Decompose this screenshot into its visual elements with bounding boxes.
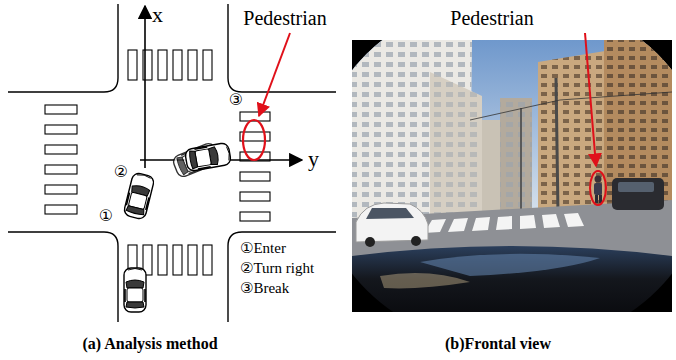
car-illustration: [123, 142, 232, 312]
crosswalk: [45, 50, 270, 275]
axis-label: y: [308, 147, 319, 171]
legend-note: ②Turn right: [240, 260, 314, 277]
car-enter: [124, 268, 146, 312]
frontal-photo: [352, 40, 672, 312]
photo-content: [352, 40, 672, 312]
callout-number: ①: [99, 207, 113, 225]
road-edge: [8, 232, 118, 322]
road-outline: [8, 4, 336, 322]
legend-note: ③Break: [240, 280, 289, 297]
subfigure-caption: (b)Frontal view: [445, 335, 551, 353]
pedestrian-marker: [243, 120, 265, 160]
car-break: [184, 142, 231, 171]
pedestrian-marker: [590, 171, 606, 205]
pointer-arrow: [259, 33, 290, 116]
axis-label: x: [152, 3, 163, 27]
pointer-arrow: [585, 33, 596, 166]
road-edge: [228, 232, 336, 322]
callout-number: ③: [229, 91, 243, 109]
callout-label: Pedestrian: [450, 7, 533, 29]
x-axis: [144, 6, 146, 168]
callout-label: Pedestrian: [243, 7, 326, 29]
callout-number: ②: [114, 163, 128, 181]
photo-frame: [352, 40, 672, 312]
legend-note: ①Enter: [240, 240, 286, 257]
road-edge: [8, 4, 118, 92]
subfigure-caption: (a) Analysis method: [82, 335, 217, 353]
road-edge: [228, 4, 336, 92]
